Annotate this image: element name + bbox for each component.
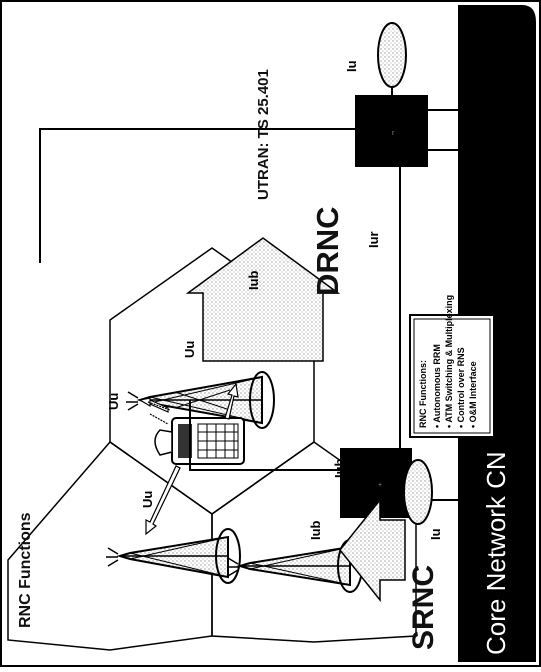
core-network-bar	[458, 5, 536, 662]
srnc-arrow	[339, 497, 406, 603]
core-network-label: Core Network CN	[481, 451, 511, 655]
iur-label: Iur	[366, 231, 381, 248]
uu-top-b-label: Uu	[182, 341, 197, 358]
drnc-box-mark: r	[392, 130, 395, 137]
rnc-function-item-3: • Control over RNS	[456, 347, 466, 428]
rnc-functions-heading: RNC Functions:	[418, 360, 428, 428]
tower-top-icon	[126, 371, 275, 429]
cell-left-hexagon	[7, 440, 213, 651]
spec-ref: UTRAN: TS 25.401	[255, 69, 272, 200]
iub-mid-label: Iub	[332, 458, 347, 478]
page-title: RNC Functions	[17, 512, 34, 628]
rnc-function-item-1: • Autonomous RRM	[432, 344, 442, 428]
iu-top-label: Iu	[344, 60, 359, 72]
mobile-phone-icon	[154, 417, 245, 465]
iub-left-label: Iub	[308, 520, 323, 540]
tower-left-icon	[106, 528, 241, 584]
rnc-functions-box: RNC Functions: • Autonomous RRM • ATM Sw…	[409, 295, 495, 438]
srnc-box-mark: +	[378, 482, 382, 489]
uu-left-label: Uu	[140, 491, 155, 508]
rnc-function-item-4: • O&M Interface	[468, 361, 478, 428]
drnc-label: DRNC	[310, 206, 345, 296]
srnc-label: SRNC	[407, 565, 440, 650]
drnc-arrow	[185, 237, 341, 362]
iu-bottom-label: Iu	[428, 528, 443, 540]
drnc-box	[355, 95, 428, 167]
uu-top-a-label: Uu	[106, 393, 121, 410]
rnc-function-item-2: • ATM Switching & Multiplexing	[444, 295, 454, 428]
uu-radio-arrows	[138, 382, 239, 536]
iu-top-ellipse	[377, 22, 407, 88]
iu-bottom-ellipse	[403, 459, 433, 525]
iub-top-label: Iub	[246, 270, 261, 290]
